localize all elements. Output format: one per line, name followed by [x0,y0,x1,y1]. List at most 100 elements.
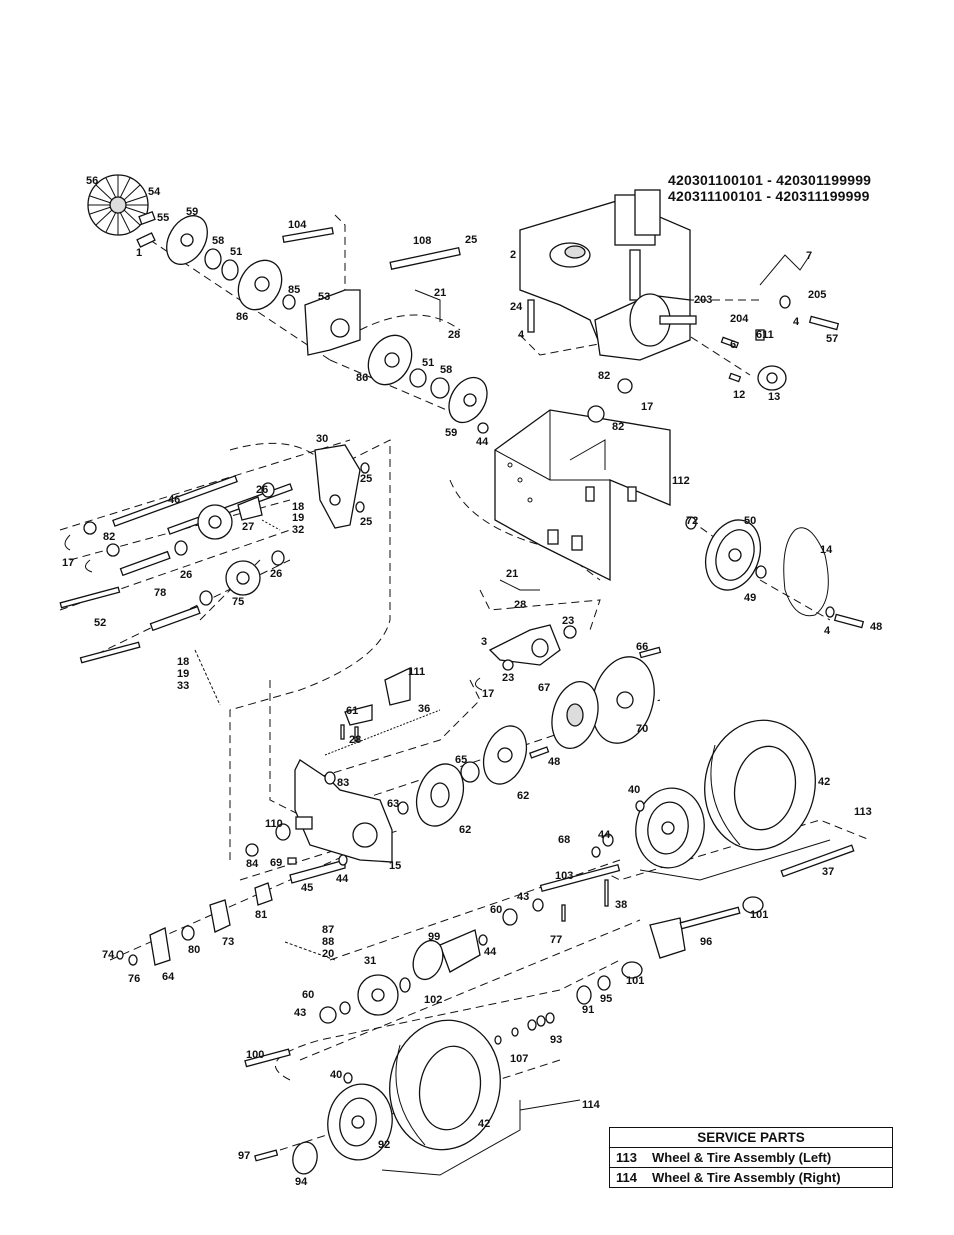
part-label: 28 [514,599,526,611]
pulley-and-belt [685,516,865,629]
part-label: 31 [364,955,376,967]
part-label: 4 [824,625,831,637]
part-label: 4 [518,329,525,341]
part-label: 4 [793,316,800,328]
part-label: 45 [301,882,313,894]
part-label: 85 [288,284,300,296]
part-label: 96 [700,936,712,948]
part-label: 104 [288,219,307,231]
part-label: 86 [236,311,248,323]
part-label: 110 [265,818,283,830]
part-label: 43 [517,891,529,903]
part-label: 59 [445,427,457,439]
part-label: 43 [294,1007,306,1019]
left-shafts-sprockets [59,444,370,706]
part-label: 50 [744,515,756,527]
part-label: 18 [292,501,304,513]
part-label: 60 [490,904,502,916]
part-label: 103 [555,870,573,882]
part-label: 26 [270,568,282,580]
part-label: 19 [292,512,304,524]
part-label: 68 [558,834,570,846]
impeller-fan [87,174,156,248]
part-label: 83 [337,777,349,789]
part-label: 21 [434,287,446,299]
part-label: 112 [672,475,690,487]
part-label: 38 [615,899,627,911]
part-label: 54 [148,186,161,198]
part-label: 2 [510,249,516,261]
part-label: 18 [177,656,189,668]
part-label: 44 [598,829,611,841]
part-label: 611 [756,329,774,341]
part-label: 75 [232,596,244,608]
part-label: 53 [318,291,330,303]
part-label: 36 [418,703,430,715]
part-label: 48 [870,621,882,633]
service-parts-row: 114 Wheel & Tire Assembly (Right) [610,1167,892,1187]
part-label: 72 [686,515,698,527]
part-label: 101 [750,909,768,921]
part-label: 57 [826,333,838,345]
part-label: 91 [582,1004,594,1016]
lower-bracket [116,759,393,966]
serial-range-1: 420301100101 - 420301199999 [668,172,872,188]
part-label: 92 [378,1139,390,1151]
part-label: 15 [389,860,401,872]
part-label: 76 [128,973,140,985]
part-label: 97 [238,1150,250,1162]
part-label: 93 [550,1034,562,1046]
part-label: 82 [612,421,624,433]
part-label: 107 [510,1053,528,1065]
part-label: 64 [162,971,175,983]
part-label: 42 [478,1118,490,1130]
part-label: 66 [636,641,648,653]
part-label: 62 [459,824,471,836]
service-parts-row: 113 Wheel & Tire Assembly (Left) [610,1148,892,1167]
part-label: 3 [481,636,487,648]
part-label: 95 [600,993,612,1005]
axle-assembly [244,833,855,1068]
part-label: 28 [349,734,361,746]
part-label: 26 [256,484,268,496]
part-label: 32 [292,524,304,536]
part-label: 42 [818,776,830,788]
part-label: 62 [517,790,529,802]
part-label: 55 [157,212,169,224]
part-label: 40 [628,784,640,796]
part-label: 33 [177,680,189,692]
part-label: 28 [448,329,460,341]
part-label: 6 [730,339,736,351]
part-label: 7 [806,250,812,262]
part-label: 59 [186,206,198,218]
service-part-number: 114 [616,1170,637,1185]
part-label: 25 [360,473,372,485]
serial-range-2: 420311100101 - 420311199999 [668,188,870,204]
part-label: 48 [548,756,560,768]
part-label: 204 [730,313,749,325]
part-number-labels: 56 54 55 59 1 58 51 86 104 85 53 108 25 … [62,175,882,1188]
part-label: 21 [506,568,518,580]
service-part-description: Wheel & Tire Assembly (Left) [652,1150,832,1165]
part-label: 203 [694,294,712,306]
part-label: 51 [422,357,434,369]
part-label: 82 [598,370,610,382]
part-label: 58 [440,364,452,376]
part-label: 17 [641,401,653,413]
part-label: 70 [636,723,648,735]
part-label: 82 [103,531,115,543]
part-label: 102 [424,994,442,1006]
part-label: 77 [550,934,562,946]
part-label: 94 [295,1176,308,1188]
part-label: 108 [413,235,431,247]
part-label: 88 [322,936,334,948]
part-label: 25 [465,234,477,246]
part-label: 20 [322,948,334,960]
part-label: 26 [180,569,192,581]
part-label: 205 [808,289,826,301]
service-parts-title: SERVICE PARTS [610,1128,892,1148]
part-label: 61 [346,705,358,717]
part-label: 74 [102,949,115,961]
part-label: 24 [510,301,523,313]
